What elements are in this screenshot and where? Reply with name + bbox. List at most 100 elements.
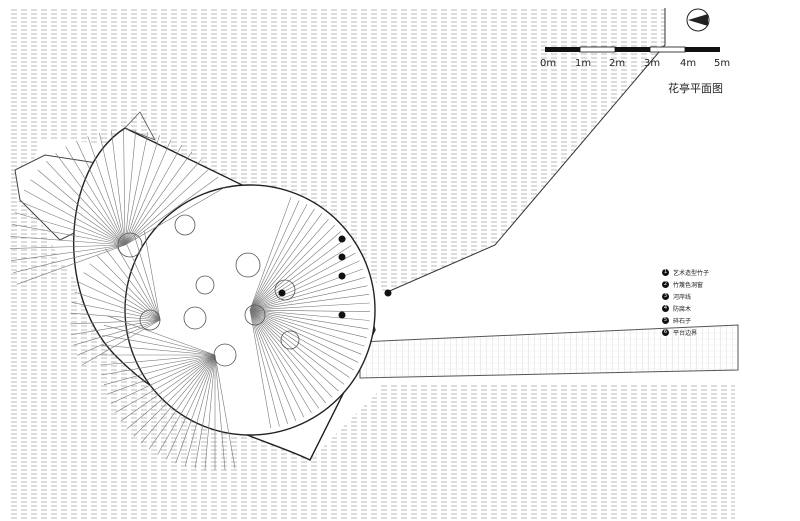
bamboo-ray bbox=[249, 219, 329, 311]
legend-number: 6 bbox=[662, 329, 669, 336]
fan-hub bbox=[235, 252, 261, 278]
bamboo-ray bbox=[71, 302, 161, 321]
legend-item: 5 碎石子 bbox=[662, 316, 691, 325]
legend-item: 4 防腐木 bbox=[662, 304, 691, 313]
bamboo-ray bbox=[124, 187, 225, 246]
water-strip-right bbox=[380, 385, 735, 521]
bamboo-ray bbox=[249, 224, 336, 311]
bamboo-ray bbox=[249, 309, 371, 312]
pavilion-fan-platform bbox=[10, 127, 376, 470]
bamboo-ray bbox=[249, 309, 305, 418]
bamboo-ray bbox=[101, 334, 216, 356]
bamboo-ray bbox=[140, 354, 216, 444]
water-area-top bbox=[8, 8, 665, 293]
bamboo-ray bbox=[249, 245, 352, 311]
bamboo-ray bbox=[175, 354, 216, 464]
legend-item: 6 平台边界 bbox=[662, 328, 697, 337]
bamboo-ray bbox=[103, 324, 216, 356]
callouts bbox=[278, 235, 392, 319]
bamboo-ray bbox=[16, 244, 126, 285]
legend-number: 3 bbox=[662, 293, 669, 300]
bamboo-ray bbox=[11, 244, 126, 261]
bamboo-ray bbox=[18, 200, 126, 246]
bamboo-ray bbox=[249, 309, 333, 398]
bamboo-ray bbox=[249, 309, 327, 404]
bamboo-ray bbox=[124, 144, 183, 246]
bamboo-ray bbox=[148, 354, 216, 450]
bamboo-ray bbox=[71, 319, 161, 335]
bamboo-ray bbox=[249, 302, 370, 311]
legend-number: 4 bbox=[662, 305, 669, 312]
bamboo-ray bbox=[249, 309, 350, 378]
bamboo-ray bbox=[70, 312, 161, 321]
scale-bar bbox=[545, 46, 720, 53]
fan-hub bbox=[139, 309, 161, 331]
bamboo-ray bbox=[73, 319, 161, 346]
bamboo-ray bbox=[249, 238, 347, 311]
bamboo-ray bbox=[194, 354, 216, 469]
bamboo-ray bbox=[113, 242, 161, 321]
bamboo-ray bbox=[249, 294, 370, 311]
fan-hub bbox=[183, 306, 207, 330]
bamboo-ray bbox=[249, 309, 359, 363]
bamboo-ray bbox=[124, 159, 202, 246]
bamboo-ray bbox=[166, 354, 216, 460]
scale-label-2: 2m bbox=[609, 58, 626, 69]
bamboo-ray bbox=[106, 354, 216, 395]
scale-label-5: 5m bbox=[714, 58, 731, 69]
bamboo-ray bbox=[249, 309, 288, 424]
bamboo-ray bbox=[115, 354, 216, 413]
bamboo-ray bbox=[249, 231, 341, 311]
bamboo-ray bbox=[249, 309, 280, 427]
bamboo-ray bbox=[214, 354, 226, 470]
bamboo-ray bbox=[249, 252, 356, 311]
fan-hub bbox=[274, 279, 296, 301]
bamboo-ray bbox=[249, 309, 320, 409]
legend-text: 防腐木 bbox=[673, 306, 692, 313]
legend-text: 竹篾色洞窗 bbox=[673, 282, 704, 289]
bamboo-ray bbox=[55, 153, 126, 246]
bamboo-ray bbox=[249, 200, 300, 311]
bamboo-ray bbox=[249, 309, 345, 385]
bamboo-ray bbox=[65, 146, 126, 246]
fan-hub bbox=[244, 304, 266, 326]
legend-item: 1 艺术造型竹子 bbox=[662, 268, 709, 277]
bamboo-ray bbox=[249, 213, 322, 311]
legend-text: 河岸线 bbox=[673, 294, 692, 301]
bamboo-ray bbox=[11, 224, 126, 246]
legend-number: 5 bbox=[662, 317, 669, 324]
bamboo-ray bbox=[249, 197, 292, 311]
bamboo-ray bbox=[96, 255, 161, 321]
bamboo-ray bbox=[124, 167, 211, 246]
bamboo-ray bbox=[30, 179, 126, 246]
bamboo-ray bbox=[123, 129, 126, 246]
bamboo-ray bbox=[133, 354, 216, 437]
bamboo-ray bbox=[249, 309, 367, 338]
bamboo-ray bbox=[110, 354, 216, 404]
bamboo-ray bbox=[124, 132, 149, 246]
bamboo-ray bbox=[133, 233, 161, 321]
bamboo-ray bbox=[111, 130, 126, 246]
bamboo-ray bbox=[126, 354, 216, 430]
bamboo-ray bbox=[214, 354, 236, 469]
bamboo-ray bbox=[103, 354, 216, 386]
bamboo-ray bbox=[37, 169, 126, 246]
bamboo-ray bbox=[10, 244, 126, 249]
bamboo-ray bbox=[87, 136, 126, 246]
bamboo-ray bbox=[77, 319, 161, 356]
bamboo-ray bbox=[249, 309, 339, 392]
legend-text: 艺术造型竹子 bbox=[673, 270, 710, 277]
bamboo-ray bbox=[249, 208, 315, 311]
bamboo-ray bbox=[99, 132, 126, 246]
fan-hub bbox=[174, 214, 196, 236]
bamboo-ray bbox=[78, 281, 161, 321]
river-bank-line bbox=[384, 8, 666, 294]
legend-number: 1 bbox=[662, 269, 669, 276]
bamboo-ray bbox=[249, 309, 355, 371]
bamboo-ray bbox=[83, 272, 161, 321]
bamboo-ray bbox=[123, 237, 161, 321]
bamboo-ray bbox=[249, 309, 365, 347]
bamboo-ray bbox=[74, 291, 161, 321]
bamboo-ray bbox=[204, 354, 216, 470]
bamboo-ray bbox=[144, 231, 161, 321]
